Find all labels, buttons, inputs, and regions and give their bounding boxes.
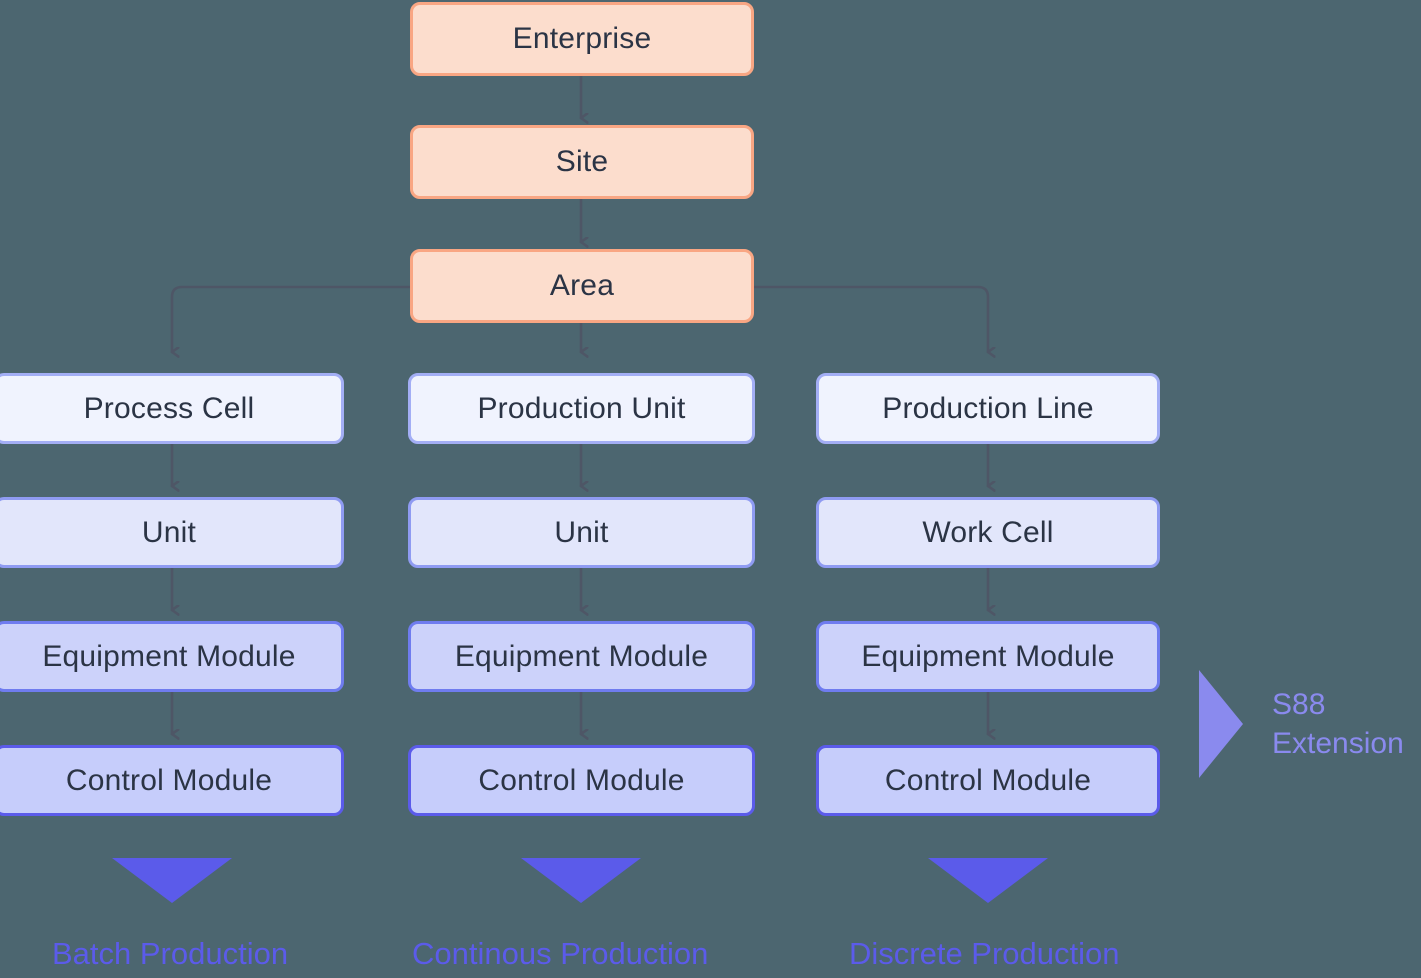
s88-extension-arrow [1199, 670, 1243, 778]
node-discrete-control-module[interactable]: Control Module [816, 745, 1160, 816]
node-label: Process Cell [83, 391, 255, 425]
node-label: Enterprise [512, 22, 652, 55]
node-site[interactable]: Site [410, 125, 754, 199]
node-continuous-control-module[interactable]: Control Module [408, 745, 755, 816]
node-enterprise[interactable]: Enterprise [410, 2, 754, 76]
s88-extension-line2: Extension [1272, 727, 1404, 760]
node-label: Control Module [884, 763, 1092, 797]
s88-extension-line1: S88 [1272, 688, 1326, 721]
node-continuous-production-unit[interactable]: Production Unit [408, 373, 755, 444]
node-label: Equipment Module [454, 639, 709, 673]
node-label: Work Cell [922, 515, 1054, 549]
node-label: Unit [141, 515, 197, 549]
node-label: Equipment Module [861, 639, 1115, 673]
outcome-arrow-continuous [521, 858, 641, 903]
s88-extension-label: S88 Extension [1272, 685, 1404, 763]
node-label: Control Module [65, 763, 273, 797]
node-discrete-work-cell[interactable]: Work Cell [816, 497, 1160, 568]
node-label: Production Line [882, 391, 1094, 425]
outcome-arrow-discrete [928, 858, 1048, 903]
node-continuous-equipment-module[interactable]: Equipment Module [408, 621, 755, 692]
node-area[interactable]: Area [410, 249, 754, 323]
caption-continuous-production: Continous Production [412, 936, 709, 971]
node-label: Unit [554, 515, 609, 549]
node-batch-control-module[interactable]: Control Module [0, 745, 344, 816]
caption-discrete-production: Discrete Production [849, 936, 1120, 971]
node-label: Production Unit [477, 391, 686, 425]
node-label: Equipment Module [42, 639, 296, 673]
node-discrete-production-line[interactable]: Production Line [816, 373, 1160, 444]
node-label: Control Module [478, 763, 685, 797]
caption-batch-production: Batch Production [52, 936, 289, 971]
node-batch-equipment-module[interactable]: Equipment Module [0, 621, 344, 692]
node-label: Area [549, 269, 615, 302]
node-discrete-equipment-module[interactable]: Equipment Module [816, 621, 1160, 692]
node-continuous-unit[interactable]: Unit [408, 497, 755, 568]
node-batch-unit[interactable]: Unit [0, 497, 344, 568]
node-label: Site [555, 145, 609, 178]
outcome-arrow-batch [112, 858, 232, 903]
node-batch-process-cell[interactable]: Process Cell [0, 373, 344, 444]
